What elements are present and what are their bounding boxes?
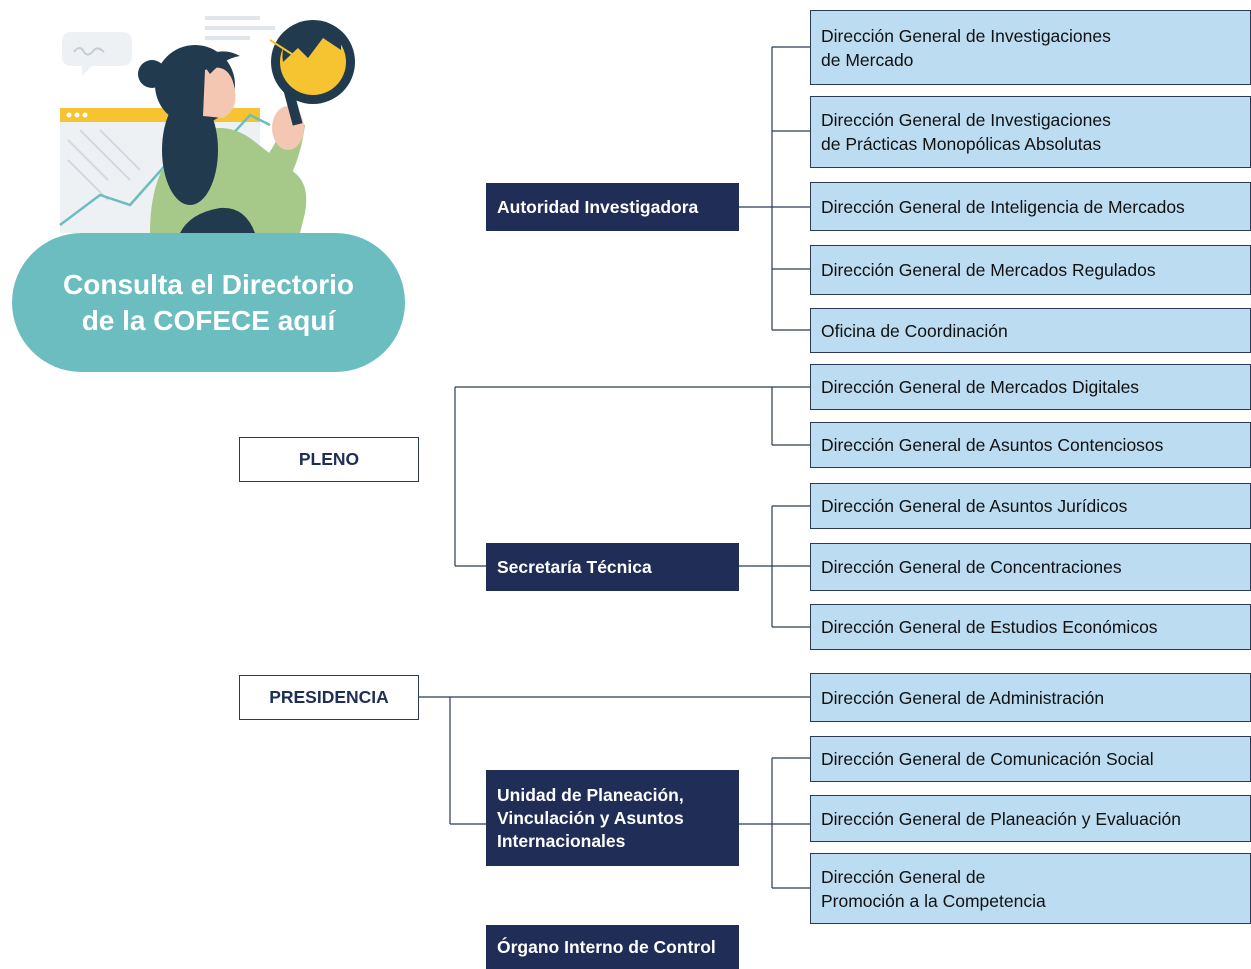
leaf-oficina-coordinacion[interactable]: Oficina de Coordinación <box>810 308 1251 353</box>
leaf-dg-asuntos-juridicos[interactable]: Dirección General de Asuntos Jurídicos <box>810 483 1251 529</box>
unidad-planeacion-box[interactable]: Unidad de Planeación, Vinculación y Asun… <box>486 770 739 866</box>
leaf-dg-promocion-competencia[interactable]: Dirección General de Promoción a la Comp… <box>810 853 1251 924</box>
leaf-dg-estudios-economicos[interactable]: Dirección General de Estudios Económicos <box>810 604 1251 650</box>
autoridad-investigadora-box[interactable]: Autoridad Investigadora <box>486 183 739 231</box>
pleno-box[interactable]: PLENO <box>239 437 419 482</box>
leaf-dg-concentraciones[interactable]: Dirección General de Concentraciones <box>810 543 1251 591</box>
organo-interno-control-box[interactable]: Órgano Interno de Control <box>486 925 739 969</box>
leaf-dg-administracion[interactable]: Dirección General de Administración <box>810 673 1251 722</box>
leaf-dg-practicas-monopolicas[interactable]: Dirección General de Investigaciones de … <box>810 96 1251 168</box>
directory-cta-button[interactable]: Consulta el Directorio de la COFECE aquí <box>12 233 405 372</box>
secretaria-tecnica-box[interactable]: Secretaría Técnica <box>486 543 739 591</box>
leaf-dg-inteligencia-mercados[interactable]: Dirección General de Inteligencia de Mer… <box>810 182 1251 231</box>
leaf-dg-investigaciones-mercado[interactable]: Dirección General de Investigaciones de … <box>810 10 1251 85</box>
leaf-dg-asuntos-contenciosos[interactable]: Dirección General de Asuntos Contencioso… <box>810 422 1251 468</box>
woman-with-magnifying-glass-icon <box>59 16 355 233</box>
leaf-dg-mercados-regulados[interactable]: Dirección General de Mercados Regulados <box>810 245 1251 295</box>
presidencia-box[interactable]: PRESIDENCIA <box>239 675 419 720</box>
leaf-dg-comunicacion-social[interactable]: Dirección General de Comunicación Social <box>810 736 1251 782</box>
leaf-dg-planeacion-evaluacion[interactable]: Dirección General de Planeación y Evalua… <box>810 795 1251 842</box>
leaf-dg-mercados-digitales[interactable]: Dirección General de Mercados Digitales <box>810 364 1251 410</box>
